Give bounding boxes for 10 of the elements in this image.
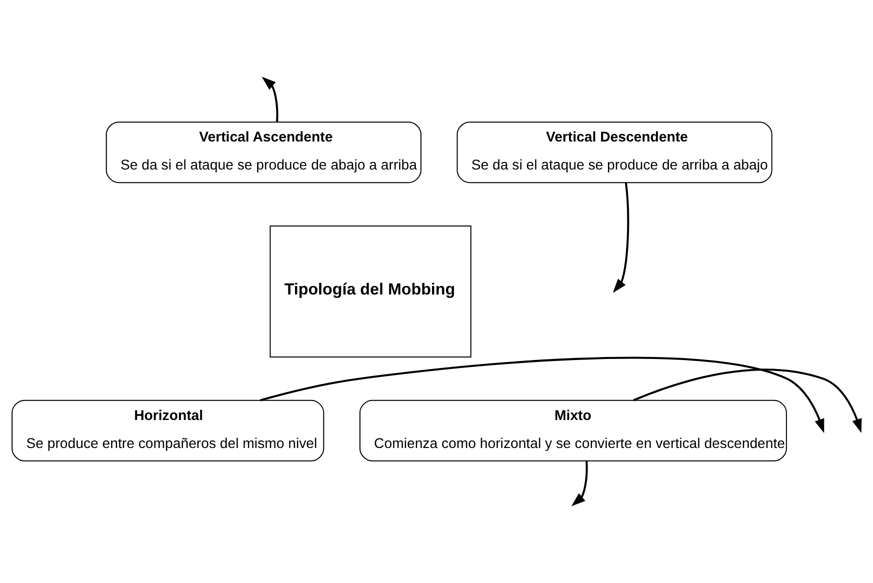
arrow [262, 76, 278, 122]
node-box: Horizontal Se produce entre compañeros del mismo nivel [12, 400, 324, 462]
arrow [612, 182, 630, 293]
arrow [571, 461, 588, 506]
node-box: Mixto Comienza como horizontal y se convierte en vertical descendente [359, 400, 787, 462]
arrow [260, 356, 824, 434]
node-box: Vertical Descendente Se da si el ataque se produce de arriba a abajo [456, 122, 772, 184]
node-box: Vertical Ascendente Se da si el ataque se produce de abajo a arriba [106, 122, 422, 184]
arrow [633, 368, 862, 434]
node-box: Tipología del Mobbing [270, 225, 472, 358]
